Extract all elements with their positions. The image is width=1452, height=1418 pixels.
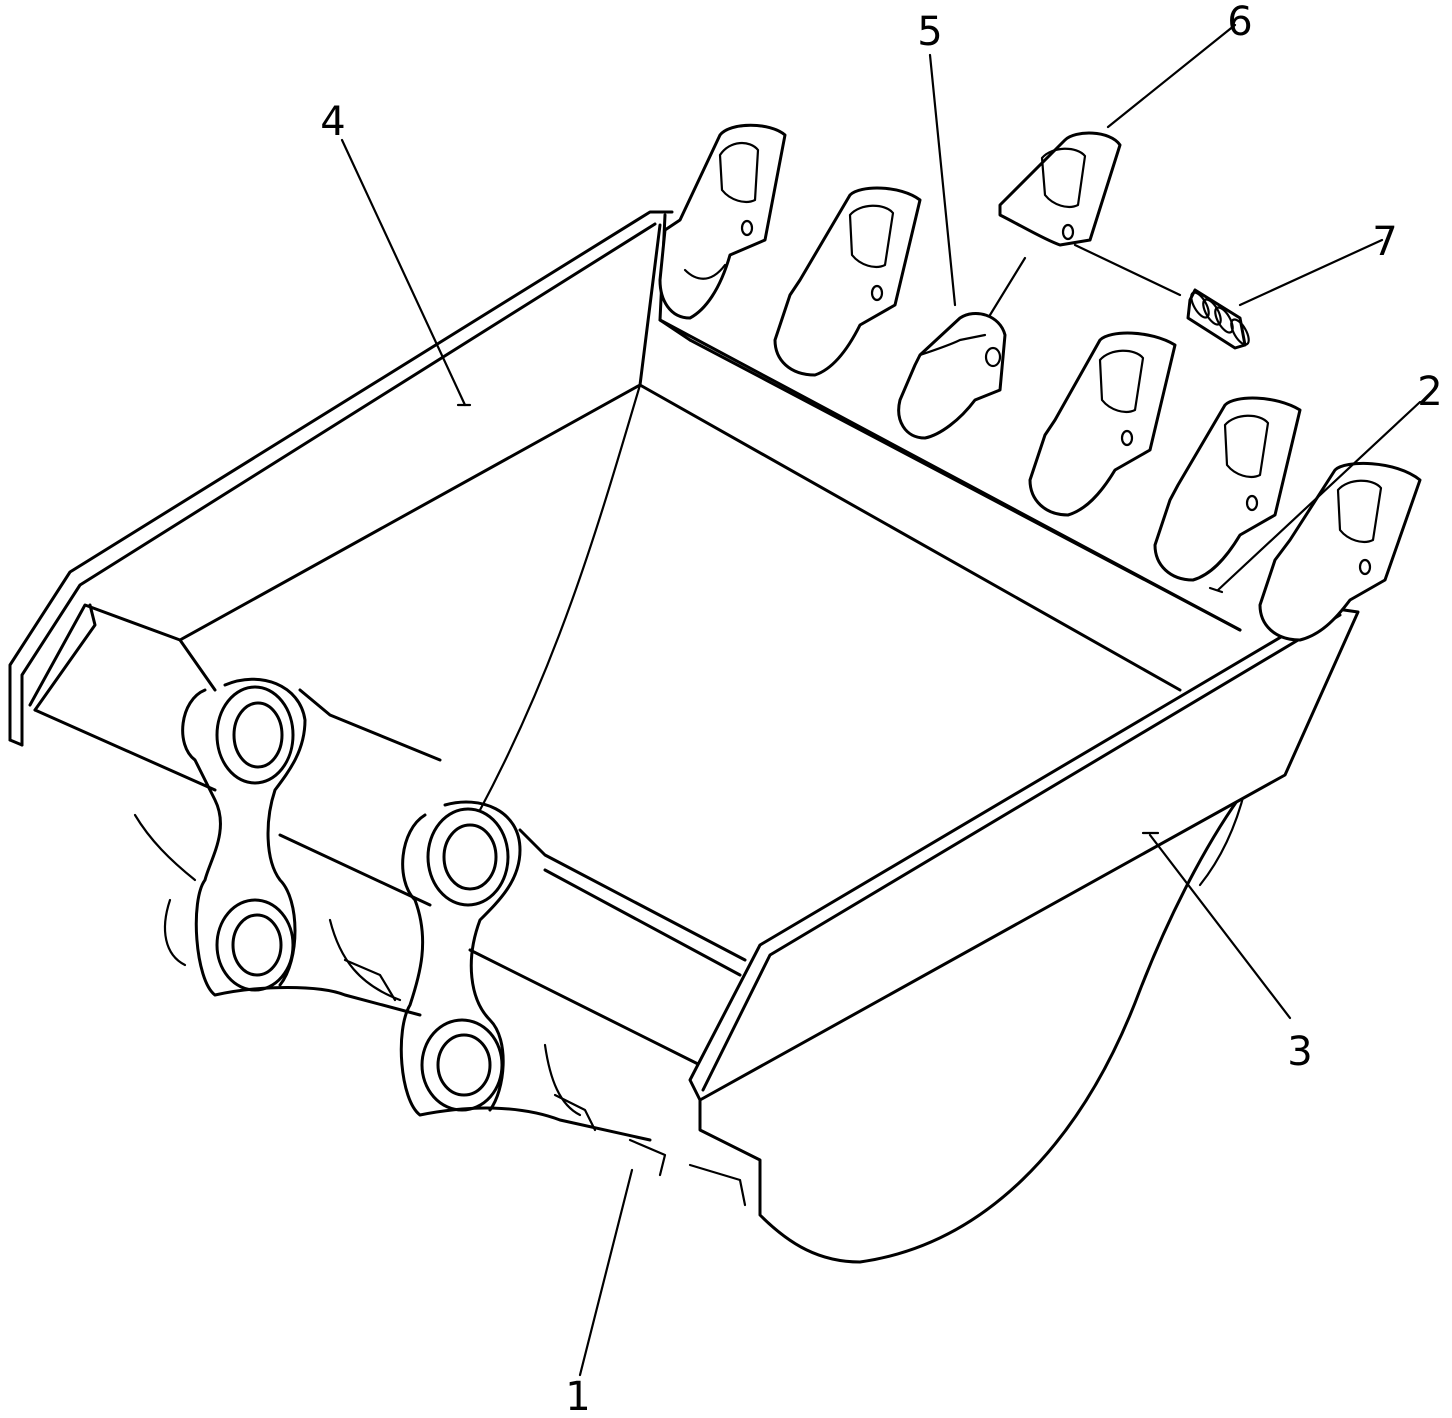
top-beam bbox=[28, 603, 747, 1067]
tooth-pin bbox=[1186, 288, 1250, 350]
callout-7: 7 bbox=[1372, 219, 1397, 265]
callout-2: 2 bbox=[1417, 369, 1442, 415]
callout-4: 4 bbox=[320, 99, 345, 145]
bucket-interior bbox=[178, 223, 1242, 812]
callout-labels: 1 2 3 4 5 6 7 bbox=[320, 0, 1442, 1418]
leader-4 bbox=[340, 138, 467, 407]
bucket-bottom-shell bbox=[698, 788, 1247, 1264]
leader-7a bbox=[1073, 243, 1182, 297]
leader-6 bbox=[1106, 23, 1237, 129]
callout-3: 3 bbox=[1287, 1029, 1312, 1075]
leader-7 bbox=[1238, 238, 1384, 307]
loose-tooth-point bbox=[998, 131, 1122, 247]
tooth-3-adapter bbox=[897, 312, 1007, 440]
tooth-4 bbox=[1028, 331, 1177, 517]
leader-3 bbox=[1148, 833, 1292, 1020]
tooth-1 bbox=[658, 123, 787, 320]
leader-lines bbox=[340, 23, 1422, 1377]
tooth-6 bbox=[1258, 461, 1422, 642]
leader-5 bbox=[928, 53, 957, 307]
bucket-teeth bbox=[658, 123, 1422, 642]
callout-6: 6 bbox=[1227, 0, 1252, 45]
callout-1: 1 bbox=[565, 1374, 590, 1418]
left-hinge-boss bbox=[133, 677, 422, 1017]
leader-2 bbox=[1216, 400, 1422, 592]
tooth-2 bbox=[773, 186, 922, 377]
leader-1 bbox=[578, 1168, 634, 1377]
right-hinge-boss bbox=[399, 800, 747, 1207]
left-side-plate bbox=[8, 210, 674, 747]
tooth-5 bbox=[1153, 396, 1302, 582]
right-side-plate bbox=[688, 606, 1360, 1102]
callout-5: 5 bbox=[917, 9, 942, 55]
